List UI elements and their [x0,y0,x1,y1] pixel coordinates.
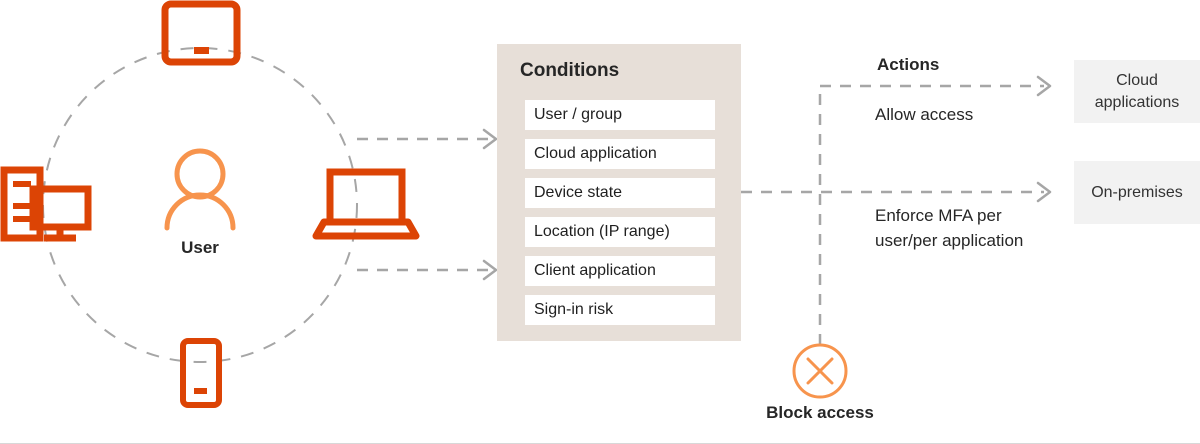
condition-item-user-group[interactable]: User / group [525,100,715,130]
user-label: User [181,238,219,257]
tablet-icon [161,0,241,66]
action-enforce-mfa-label: Enforce MFA per user/per application [875,206,1024,250]
phone-icon [180,338,222,408]
arrowhead-onpremises [1036,181,1052,203]
conditions-panel: Conditions User / group Cloud applicatio… [497,44,741,341]
condition-item-cloud-application[interactable]: Cloud application [525,139,715,169]
arrowhead-conditions-top [482,128,498,150]
condition-item-device-state[interactable]: Device state [525,178,715,208]
condition-item-sign-in-risk[interactable]: Sign-in risk [525,295,715,325]
user-person-icon [164,148,236,231]
arrowhead-conditions-bottom [482,259,498,281]
block-access-x-icon [806,357,834,385]
conditions-title: Conditions [520,60,620,81]
destination-cloud-applications: Cloud applications [1074,60,1200,123]
block-access-circle-icon [792,343,848,399]
conditions-list: User / group Cloud application Device st… [525,100,715,334]
arrowhead-cloud-applications [1036,75,1052,97]
destination-on-premises: On-premises [1074,161,1200,224]
condition-item-client-application[interactable]: Client application [525,256,715,286]
action-block-access-label: Block access [766,403,874,422]
actions-title: Actions [877,55,940,74]
condition-item-location-ip-range[interactable]: Location (IP range) [525,217,715,247]
identity-scope-circle [42,47,358,363]
action-allow-access-label: Allow access [875,105,974,124]
desktop-server-icon [0,166,92,242]
laptop-icon [312,168,420,240]
